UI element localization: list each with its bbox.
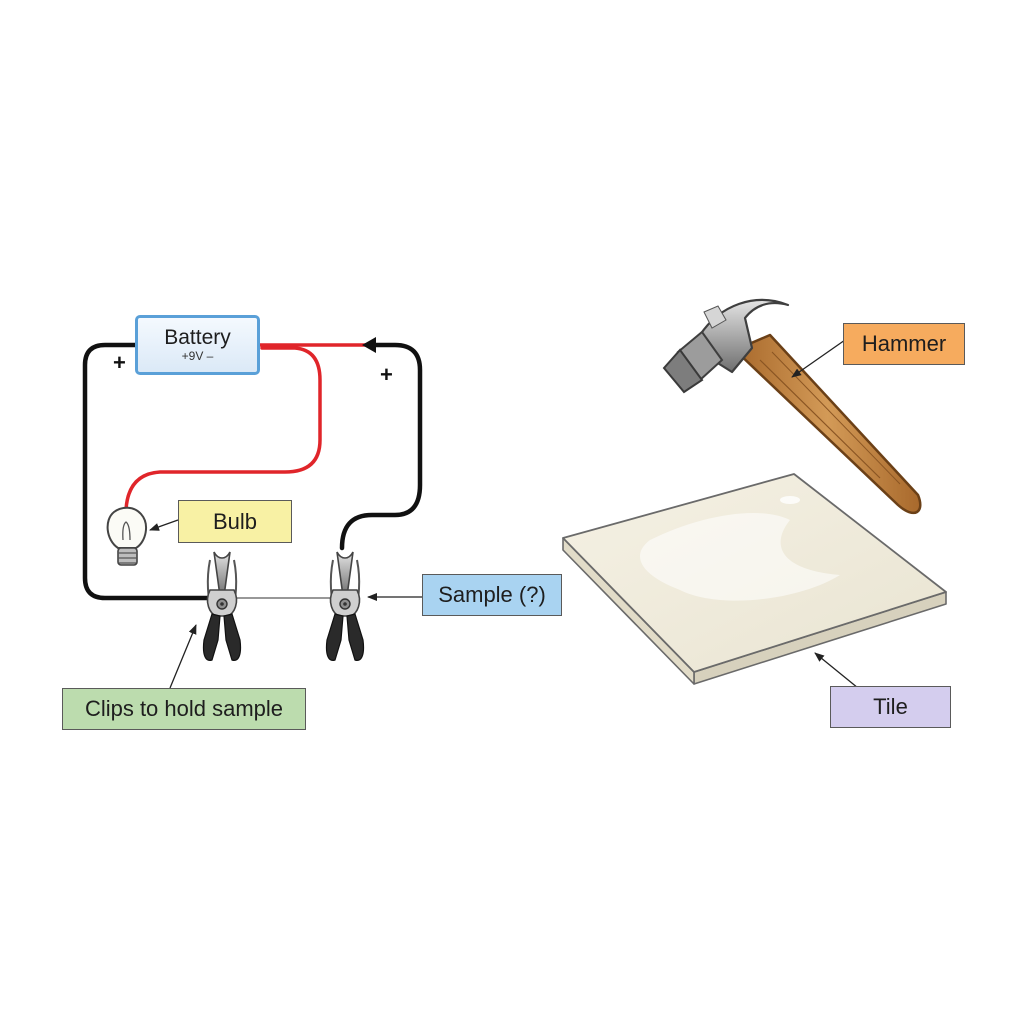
- bulb-pointer: [149, 519, 179, 531]
- lightbulb-icon: [106, 506, 148, 566]
- battery-voltage: +9V –: [181, 349, 214, 363]
- current-arrow-icon: [362, 337, 376, 353]
- clips-pointer: [169, 624, 197, 689]
- tile-icon: [562, 473, 947, 685]
- battery-right-terminal-sign: +: [380, 362, 393, 387]
- hammer-icon: [662, 298, 922, 515]
- alligator-clip-left: [202, 551, 242, 661]
- battery: Battery +9V –: [135, 315, 260, 375]
- wire-red-to-bulb: [124, 346, 322, 512]
- battery-label: Battery: [164, 326, 231, 349]
- wire-left-black: [82, 342, 213, 601]
- alligator-clip-right: [325, 551, 365, 661]
- battery-left-terminal-sign: +: [113, 350, 126, 375]
- hammer-label: Hammer: [843, 323, 965, 365]
- tile-pointer: [814, 652, 859, 689]
- clips-label: Clips to hold sample: [62, 688, 306, 730]
- wire-right-black: [339, 342, 423, 551]
- hammer-pointer: [791, 339, 846, 378]
- sample-label: Sample (?): [422, 574, 562, 616]
- bulb-label: Bulb: [178, 500, 292, 543]
- tile-label: Tile: [830, 686, 951, 728]
